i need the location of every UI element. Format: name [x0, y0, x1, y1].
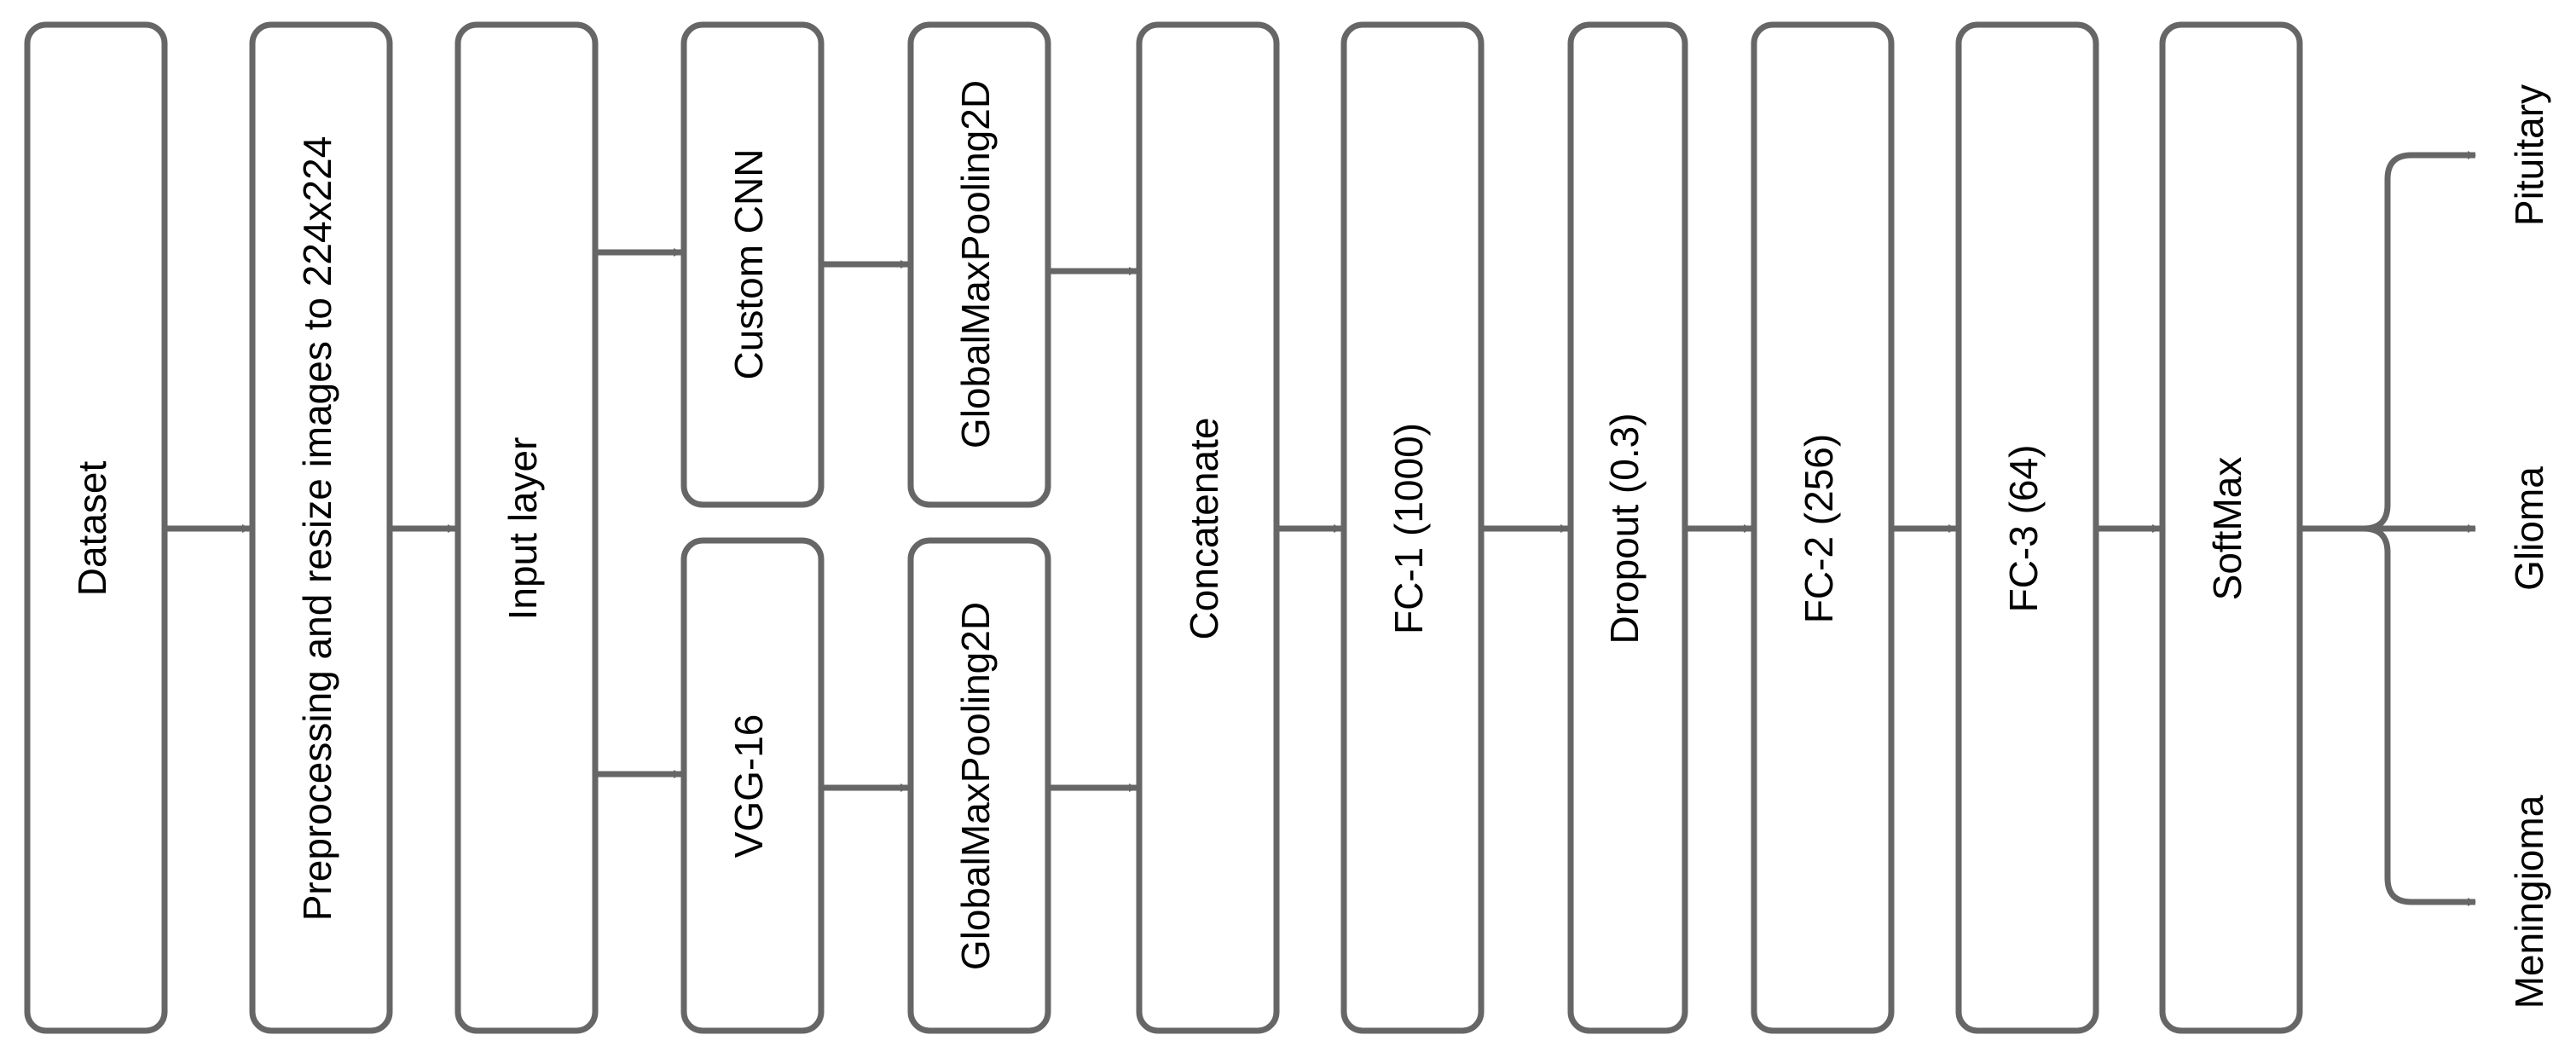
output-glioma-label: Glioma [2507, 466, 2551, 591]
concatenate-label: Concatenate [1182, 418, 1226, 640]
gmp-top-label: GlobalMaxPooling2D [953, 80, 998, 448]
dataset-label: Dataset [70, 461, 114, 597]
output-pituitary-label: Pituitary [2507, 84, 2551, 226]
arrow-softmax-meningioma [2300, 525, 2476, 906]
fc3-label: FC-3 (64) [2001, 445, 2046, 613]
dropout-label: Dropout (0.3) [1602, 413, 1647, 644]
fc1-label: FC-1 (1000) [1386, 423, 1431, 634]
gmp-bottom-label: GlobalMaxPooling2D [953, 602, 998, 970]
arrow-softmax-pituitary [2300, 151, 2476, 532]
input-layer-label: Input layer [501, 437, 545, 621]
fc2-label: FC-2 (256) [1797, 434, 1841, 623]
gmp-top-box [907, 21, 1051, 508]
preprocessing-label: Preprocessing and resize images to 224x2… [295, 136, 339, 922]
output-meningioma-label: Meningioma [2507, 795, 2551, 1009]
softmax-label: SoftMax [2205, 457, 2249, 601]
custom-cnn-label: Custom CNN [726, 149, 771, 380]
input-layer-box [454, 21, 599, 1034]
vgg16-label: VGG-16 [726, 714, 771, 859]
